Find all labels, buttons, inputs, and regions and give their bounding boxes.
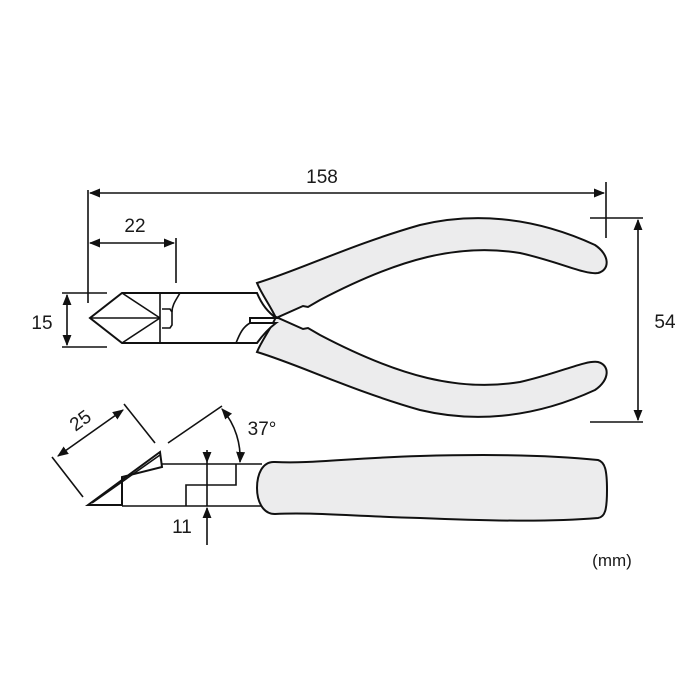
dimension-side-thickness: 11 [172, 517, 192, 538]
head-body [88, 292, 279, 344]
upper-handle-grip [255, 217, 608, 320]
dimension-head-thickness: 15 [31, 313, 52, 334]
dimension-overall-length: 158 [306, 167, 338, 188]
unit-label: (mm) [592, 551, 632, 570]
dimension-blade-length: 25 [66, 407, 95, 436]
dimension-blade-angle: 37° [248, 419, 277, 440]
lower-handle-grip [255, 315, 608, 418]
dimension-handle-span: 54 [654, 312, 676, 333]
side-view: 25 37° 11 (mm) [51, 403, 632, 570]
dimension-jaw-length: 22 [124, 216, 145, 237]
side-handle-grip [255, 454, 609, 522]
top-view: 158 22 15 54 [31, 167, 676, 423]
